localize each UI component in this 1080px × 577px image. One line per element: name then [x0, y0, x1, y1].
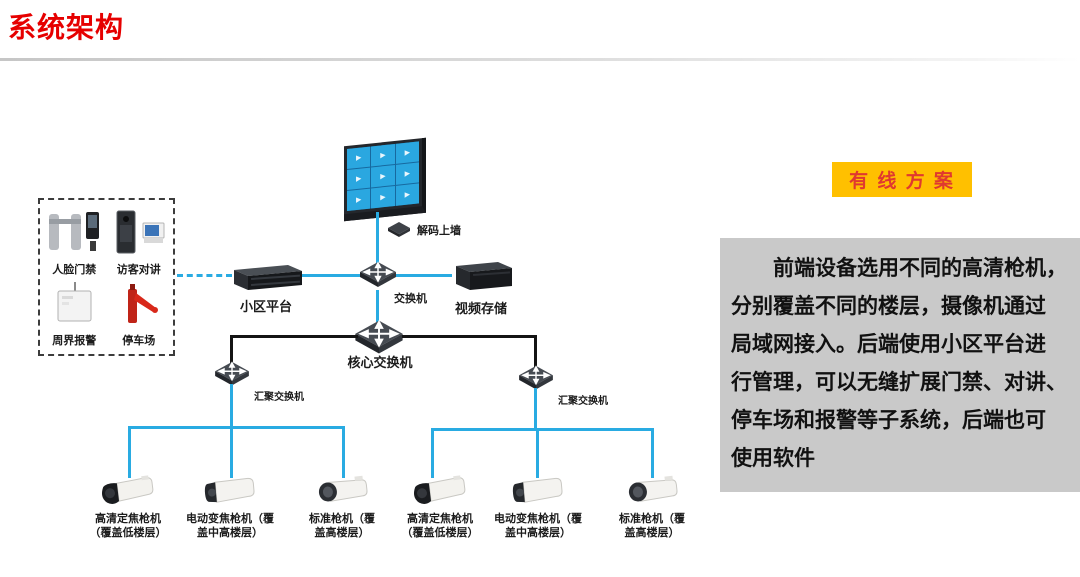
camera-label-line2: 盖高楼层）: [314, 527, 370, 539]
camera-label-line1: 电动变焦枪机（覆: [186, 513, 274, 525]
trunk-line: [402, 335, 537, 338]
camera-standard-icon: [310, 474, 374, 515]
subsystem-parking: 停车场: [107, 277, 172, 348]
trunk-line: [534, 335, 537, 369]
trunk-line: [230, 335, 233, 365]
link-line: [376, 212, 379, 264]
core-switch-icon: [351, 318, 407, 365]
subsystems-box: 人脸门禁 访客对讲: [38, 198, 175, 356]
camera-label-line2: 盖中高楼层）: [197, 527, 263, 539]
header-divider: [0, 58, 1080, 61]
subsystem-intercom: 访客对讲: [107, 206, 172, 277]
camera-motor-zoom-icon: [506, 474, 570, 515]
camera-label: 电动变焦枪机（覆 盖中高楼层）: [482, 512, 594, 540]
camera-label-line1: 电动变焦枪机（覆: [494, 513, 582, 525]
camera-label: 高清定焦枪机 （覆盖低楼层）: [384, 512, 496, 540]
camera-label: 标准枪机（覆 盖高楼层）: [286, 512, 398, 540]
face-access-icon: [46, 210, 102, 259]
camera-label-line1: 高清定焦枪机: [95, 513, 161, 525]
link-line: [651, 428, 654, 478]
decoder-label: 解码上墙: [417, 225, 461, 237]
video-wall-screen: ▶ ▶ ▶ ▶ ▶ ▶ ▶ ▶ ▶: [347, 141, 419, 211]
trunk-line: [230, 335, 358, 338]
link-line: [342, 426, 345, 478]
link-line: [396, 274, 452, 277]
dashed-link-line: [177, 274, 232, 277]
subsystem-perimeter-alarm: 周界报警: [42, 277, 107, 348]
link-line: [230, 426, 233, 478]
camera-label-line2: （覆盖低楼层）: [401, 527, 479, 539]
link-line: [128, 426, 131, 478]
decoder-icon: [387, 221, 411, 243]
link-line: [230, 384, 233, 429]
core-switch-label: 核心交换机: [347, 355, 413, 370]
switch-icon: [358, 260, 398, 297]
camera-label-line2: 盖中高楼层）: [505, 527, 571, 539]
video-tile-play-icon: ▶: [371, 143, 395, 167]
subsystem-face-access: 人脸门禁: [42, 206, 107, 277]
link-line: [536, 428, 539, 478]
platform-server-icon: [230, 262, 302, 297]
perimeter-alarm-icon: [49, 281, 99, 330]
video-tile-play-icon: ▶: [395, 162, 419, 185]
camera-label: 高清定焦枪机 （覆盖低楼层）: [72, 512, 184, 540]
camera-label-line1: 标准枪机（覆: [309, 513, 375, 525]
parking-barrier-icon: [114, 281, 164, 330]
camera-bus-left: [128, 426, 345, 429]
camera-fixed-focus-icon: [408, 474, 472, 515]
camera-label-line1: 高清定焦枪机: [407, 513, 473, 525]
video-tile-play-icon: ▶: [371, 164, 395, 188]
subsystem-label: 人脸门禁: [52, 264, 97, 276]
camera-label-line1: 标准枪机（覆: [619, 513, 685, 525]
aggregation-switch-left-label: 汇聚交换机: [254, 392, 304, 403]
camera-bus-right: [431, 428, 654, 431]
solution-description: 前端设备选用不同的高清枪机， 分别覆盖不同的楼层，摄像机通过 局域网接入。后端使…: [720, 238, 1080, 492]
camera-label: 标准枪机（覆 盖高楼层）: [596, 512, 708, 540]
video-tile-play-icon: ▶: [347, 146, 371, 169]
camera-motor-zoom-icon: [198, 474, 262, 515]
video-tile-play-icon: ▶: [347, 167, 371, 190]
link-line: [302, 274, 360, 277]
aggregation-switch-left-icon: [212, 360, 252, 395]
storage-label: 视频存储: [454, 301, 507, 316]
video-wall-monitor: ▶ ▶ ▶ ▶ ▶ ▶ ▶ ▶ ▶: [344, 137, 426, 222]
video-tile-play-icon: ▶: [395, 183, 419, 206]
camera-standard-icon: [620, 474, 684, 515]
camera-label-line2: （覆盖低楼层）: [89, 527, 167, 539]
wired-solution-badge: 有 线 方 案: [832, 162, 972, 197]
camera-fixed-focus-icon: [96, 474, 160, 515]
link-line: [431, 428, 434, 478]
camera-label: 电动变焦枪机（覆 盖中高楼层）: [174, 512, 286, 540]
video-tile-play-icon: ▶: [371, 185, 395, 209]
link-line: [534, 388, 537, 431]
subsystem-label: 停车场: [122, 335, 156, 347]
intercom-icon: [111, 210, 167, 259]
camera-label-line2: 盖高楼层）: [624, 527, 680, 539]
subsystem-label: 访客对讲: [116, 264, 161, 276]
aggregation-switch-right-icon: [516, 364, 556, 399]
video-storage-icon: [450, 258, 512, 297]
link-line: [376, 290, 379, 322]
page-title: 系统架构: [8, 12, 125, 43]
platform-label: 小区平台: [239, 299, 292, 314]
aggregation-switch-right-label: 汇聚交换机: [558, 396, 608, 407]
video-tile-play-icon: ▶: [395, 141, 419, 164]
subsystem-label: 周界报警: [52, 335, 97, 347]
switch-label: 交换机: [394, 293, 427, 305]
video-tile-play-icon: ▶: [347, 188, 371, 211]
